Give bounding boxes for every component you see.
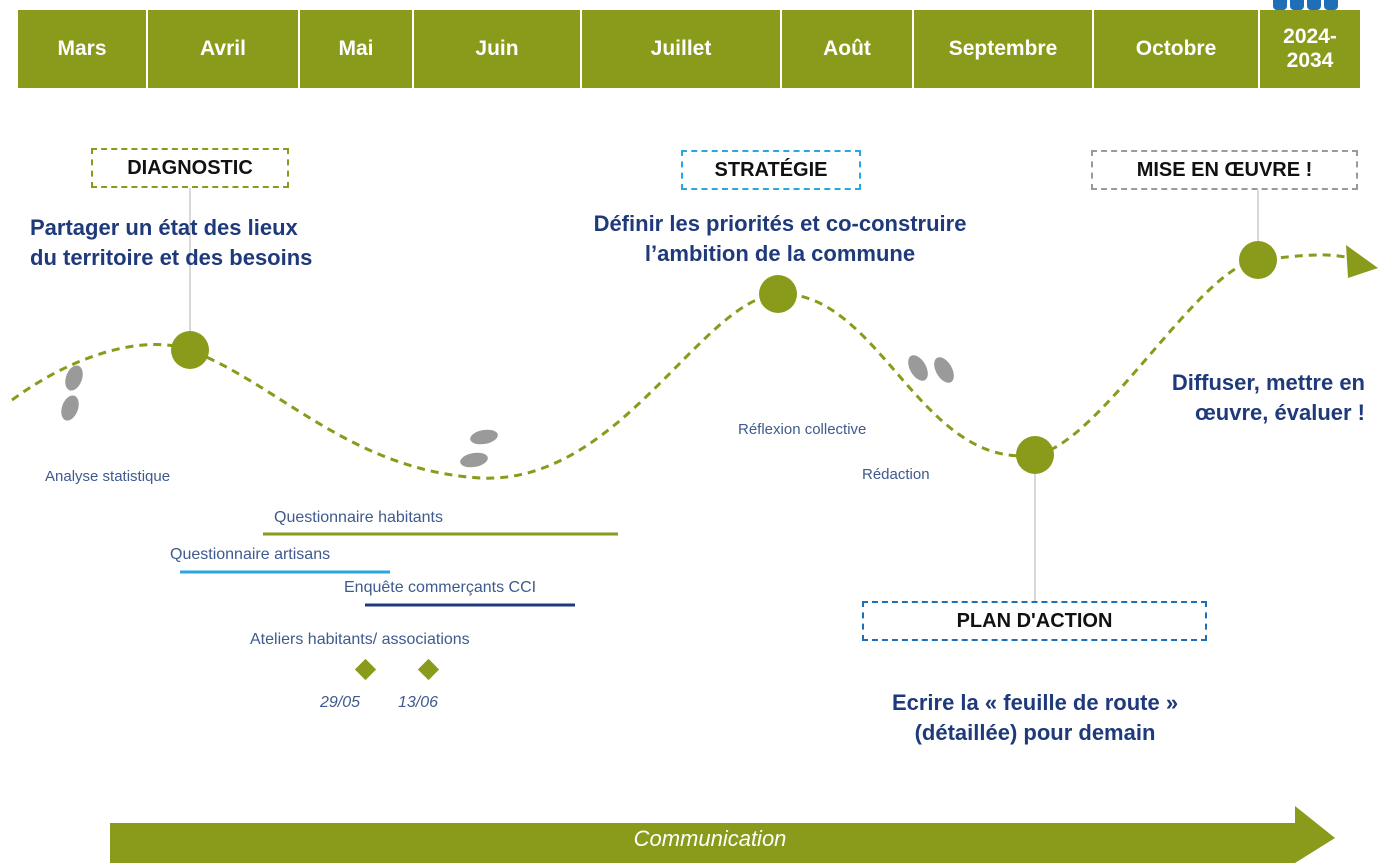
- step-redaction: Rédaction: [862, 466, 930, 483]
- milestone-mise-en-oeuvre: [1239, 241, 1277, 279]
- roadmap-path: [11, 253, 1366, 480]
- phase-plan-action-description: Ecrire la « feuille de route » (détaillé…: [891, 690, 1179, 745]
- phase-mise-en-oeuvre-title: MISE EN ŒUVRE !: [1091, 150, 1358, 190]
- ateliers-date: 13/06: [398, 694, 439, 711]
- communication-label: Communication: [633, 826, 787, 851]
- month-header: Mars Avril Mai Juin Juillet Août Septemb…: [18, 10, 1360, 88]
- phase-plan-action-title: PLAN D'ACTION: [862, 601, 1207, 641]
- month-cell: Avril: [148, 10, 300, 88]
- phase-strategie-description: Définir les priorités et co-construire l…: [593, 211, 967, 266]
- workshop-diamond: [354, 658, 377, 681]
- month-cell: Septembre: [914, 10, 1094, 88]
- workshop-diamond: [417, 658, 440, 681]
- month-cell: Mai: [300, 10, 414, 88]
- ateliers-date: 29/05: [320, 694, 361, 711]
- milestone-plan-action: [1016, 436, 1054, 474]
- footprints-icon: [908, 355, 954, 383]
- corner-logo-icon: [1273, 0, 1338, 10]
- step-reflexion-collective: Réflexion collective: [738, 421, 867, 438]
- milestone-strategie: [759, 275, 797, 313]
- phase-strategie-title: STRATÉGIE: [681, 150, 861, 190]
- phase-diagnostic-title: DIAGNOSTIC: [91, 148, 289, 188]
- activity-questionnaire-habitants: Questionnaire habitants: [274, 509, 443, 526]
- month-cell: 2024- 2034: [1260, 10, 1360, 88]
- month-cell: Juin: [414, 10, 582, 88]
- month-cell: Août: [782, 10, 914, 88]
- milestone-diagnostic: [171, 331, 209, 369]
- activity-enquete-cci: Enquête commerçants CCI: [344, 579, 537, 596]
- communication-arrow: [110, 806, 1335, 863]
- path-arrowhead: [1346, 245, 1378, 278]
- month-cell: Mars: [18, 10, 148, 88]
- phase-mise-en-oeuvre-description: Diffuser, mettre en œuvre, évaluer !: [1171, 370, 1365, 425]
- activity-questionnaire-artisans: Questionnaire artisans: [170, 546, 331, 563]
- ateliers-label: Ateliers habitants/ associations: [250, 631, 470, 648]
- step-analyse-statistique: Analyse statistique: [45, 468, 171, 485]
- footprints-icon: [61, 365, 83, 421]
- phase-diagnostic-description: Partager un état des lieux du territoire…: [30, 215, 313, 270]
- month-cell: Juillet: [582, 10, 782, 88]
- footprints-icon: [460, 429, 498, 468]
- month-cell: Octobre: [1094, 10, 1260, 88]
